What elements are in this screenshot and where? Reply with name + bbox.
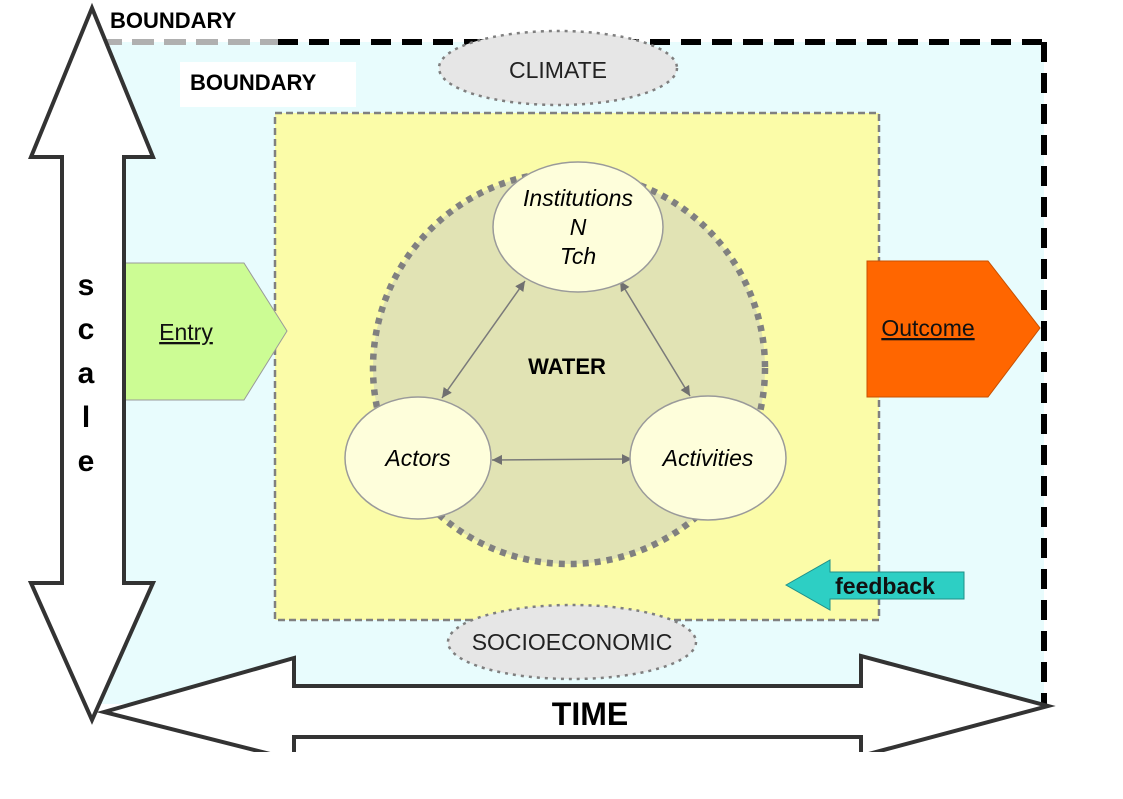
- scale-arrow: [27, 2, 157, 725]
- socioeconomic-label: SOCIOECONOMIC: [472, 629, 673, 655]
- actors-node: [344, 396, 492, 520]
- institutions-sublabel-tch: Tch: [560, 243, 596, 269]
- outer-boundary-label-bg: [104, 4, 264, 36]
- scale-letter-a: a: [78, 357, 95, 390]
- outcome-arrow: [866, 260, 1041, 398]
- actors-institutions-arrow: [441, 280, 526, 399]
- water-label: WATER: [528, 354, 606, 379]
- scale-letter-l: l: [82, 401, 90, 434]
- climate-ellipse: [437, 29, 679, 107]
- actors-activities-arrow: [491, 454, 633, 465]
- activities-node: [629, 395, 787, 521]
- activities-label: Activities: [661, 445, 754, 471]
- bottom-margin: [0, 752, 1123, 794]
- inner-boundary-label-bg: [180, 62, 356, 107]
- outer-boundary-label: BOUNDARY: [110, 8, 237, 33]
- scale-letter-s: s: [78, 269, 95, 302]
- time-label: TIME: [552, 696, 628, 732]
- climate-label: CLIMATE: [509, 57, 607, 83]
- scale-letter-c: c: [78, 313, 95, 346]
- scale-letter-e: e: [78, 445, 95, 478]
- institutions-sublabel-n: N: [570, 214, 587, 240]
- institutions-node: [492, 161, 664, 293]
- socioeconomic-ellipse: [446, 603, 698, 681]
- feedback-arrow: [784, 559, 965, 611]
- actors-label: Actors: [383, 445, 451, 471]
- entry-label[interactable]: Entry: [159, 319, 213, 345]
- inner-boundary-label: BOUNDARY: [190, 70, 317, 95]
- institutions-activities-arrow: [619, 280, 691, 397]
- feedback-label: feedback: [835, 573, 935, 599]
- time-arrow: [96, 653, 1056, 763]
- outcome-label[interactable]: Outcome: [881, 315, 974, 341]
- institutions-label: Institutions: [523, 185, 633, 211]
